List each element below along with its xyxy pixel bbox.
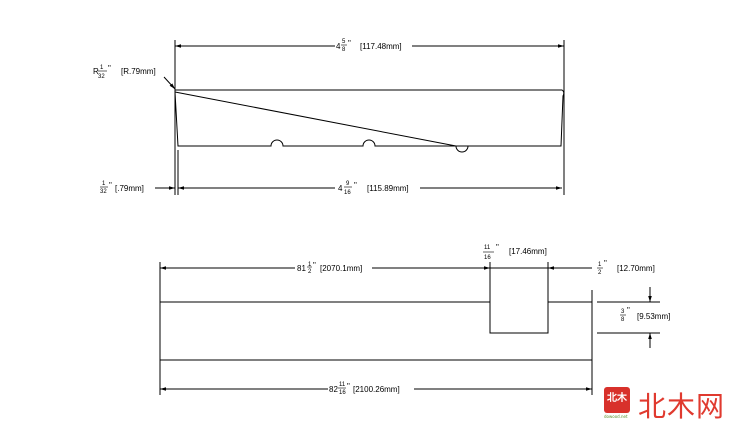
board-side-profile: [159, 301, 593, 361]
svg-text:16: 16: [339, 390, 346, 396]
svg-text:": ": [348, 39, 351, 48]
svg-text:[12.70mm]: [12.70mm]: [617, 264, 655, 273]
svg-text:32: 32: [100, 189, 107, 195]
svg-text:32: 32: [98, 74, 105, 80]
watermark-logo: 北木 dowood.net 北木网: [604, 387, 754, 427]
svg-text:[17.46mm]: [17.46mm]: [509, 247, 547, 256]
side-view: [159, 262, 660, 395]
svg-text:[115.89mm]: [115.89mm]: [367, 184, 409, 193]
label-notch-width: 11 16 " [17.46mm]: [483, 243, 547, 261]
svg-text:2: 2: [308, 269, 312, 275]
watermark-text: 北木网: [638, 390, 726, 423]
svg-text:": ": [313, 261, 316, 270]
svg-text:2: 2: [598, 270, 602, 276]
watermark-badge: 北木: [604, 387, 630, 413]
svg-text:1: 1: [598, 262, 602, 268]
svg-text:": ": [108, 64, 111, 73]
svg-text:4: 4: [336, 42, 341, 51]
label-left-length: 81 1 2 " [2070.1mm]: [297, 261, 362, 275]
svg-text:16: 16: [484, 255, 491, 261]
svg-text:11: 11: [339, 382, 346, 388]
svg-text:": ": [496, 243, 499, 252]
svg-text:": ": [604, 259, 607, 268]
svg-text:[2070.1mm]: [2070.1mm]: [320, 264, 362, 273]
radius-leader: [163, 76, 176, 90]
svg-text:81: 81: [297, 264, 306, 273]
svg-text:": ": [109, 181, 112, 190]
svg-text:": ": [627, 306, 630, 315]
svg-text:": ": [347, 382, 350, 391]
svg-text:": ": [354, 181, 357, 190]
svg-text:3: 3: [621, 309, 625, 315]
svg-text:R: R: [93, 67, 99, 76]
label-inner-width: 4 9 16 " [115.89mm]: [338, 181, 409, 196]
svg-text:82: 82: [329, 385, 338, 394]
svg-text:[2100.26mm]: [2100.26mm]: [353, 385, 400, 394]
label-overall-length: 82 11 16 " [2100.26mm]: [329, 382, 400, 396]
top-view: [155, 40, 565, 195]
label-overall-width: 4 5 8 " [117.48mm]: [336, 39, 402, 53]
svg-text:4: 4: [338, 184, 343, 193]
svg-text:[9.53mm]: [9.53mm]: [637, 312, 670, 321]
label-offset: 1 32 " [.79mm]: [100, 181, 144, 195]
svg-text:[117.48mm]: [117.48mm]: [360, 42, 402, 51]
svg-text:11: 11: [484, 245, 491, 251]
svg-text:9: 9: [346, 181, 350, 187]
svg-text:1: 1: [308, 262, 312, 268]
svg-text:8: 8: [621, 317, 625, 323]
svg-text:[.79mm]: [.79mm]: [115, 184, 144, 193]
label-notch-depth: 3 8 " [9.53mm]: [620, 306, 670, 323]
svg-text:1: 1: [100, 65, 104, 71]
svg-text:8: 8: [342, 47, 346, 53]
label-right-length: 1 2 " [12.70mm]: [597, 259, 655, 276]
svg-text:1: 1: [102, 181, 106, 187]
svg-text:16: 16: [344, 190, 351, 196]
watermark-url: dowood.net: [604, 414, 628, 419]
label-radius: R 1 32 " [R.79mm]: [93, 64, 156, 80]
svg-text:5: 5: [342, 39, 346, 45]
board-profile: [174, 89, 565, 153]
svg-text:[R.79mm]: [R.79mm]: [121, 67, 156, 76]
